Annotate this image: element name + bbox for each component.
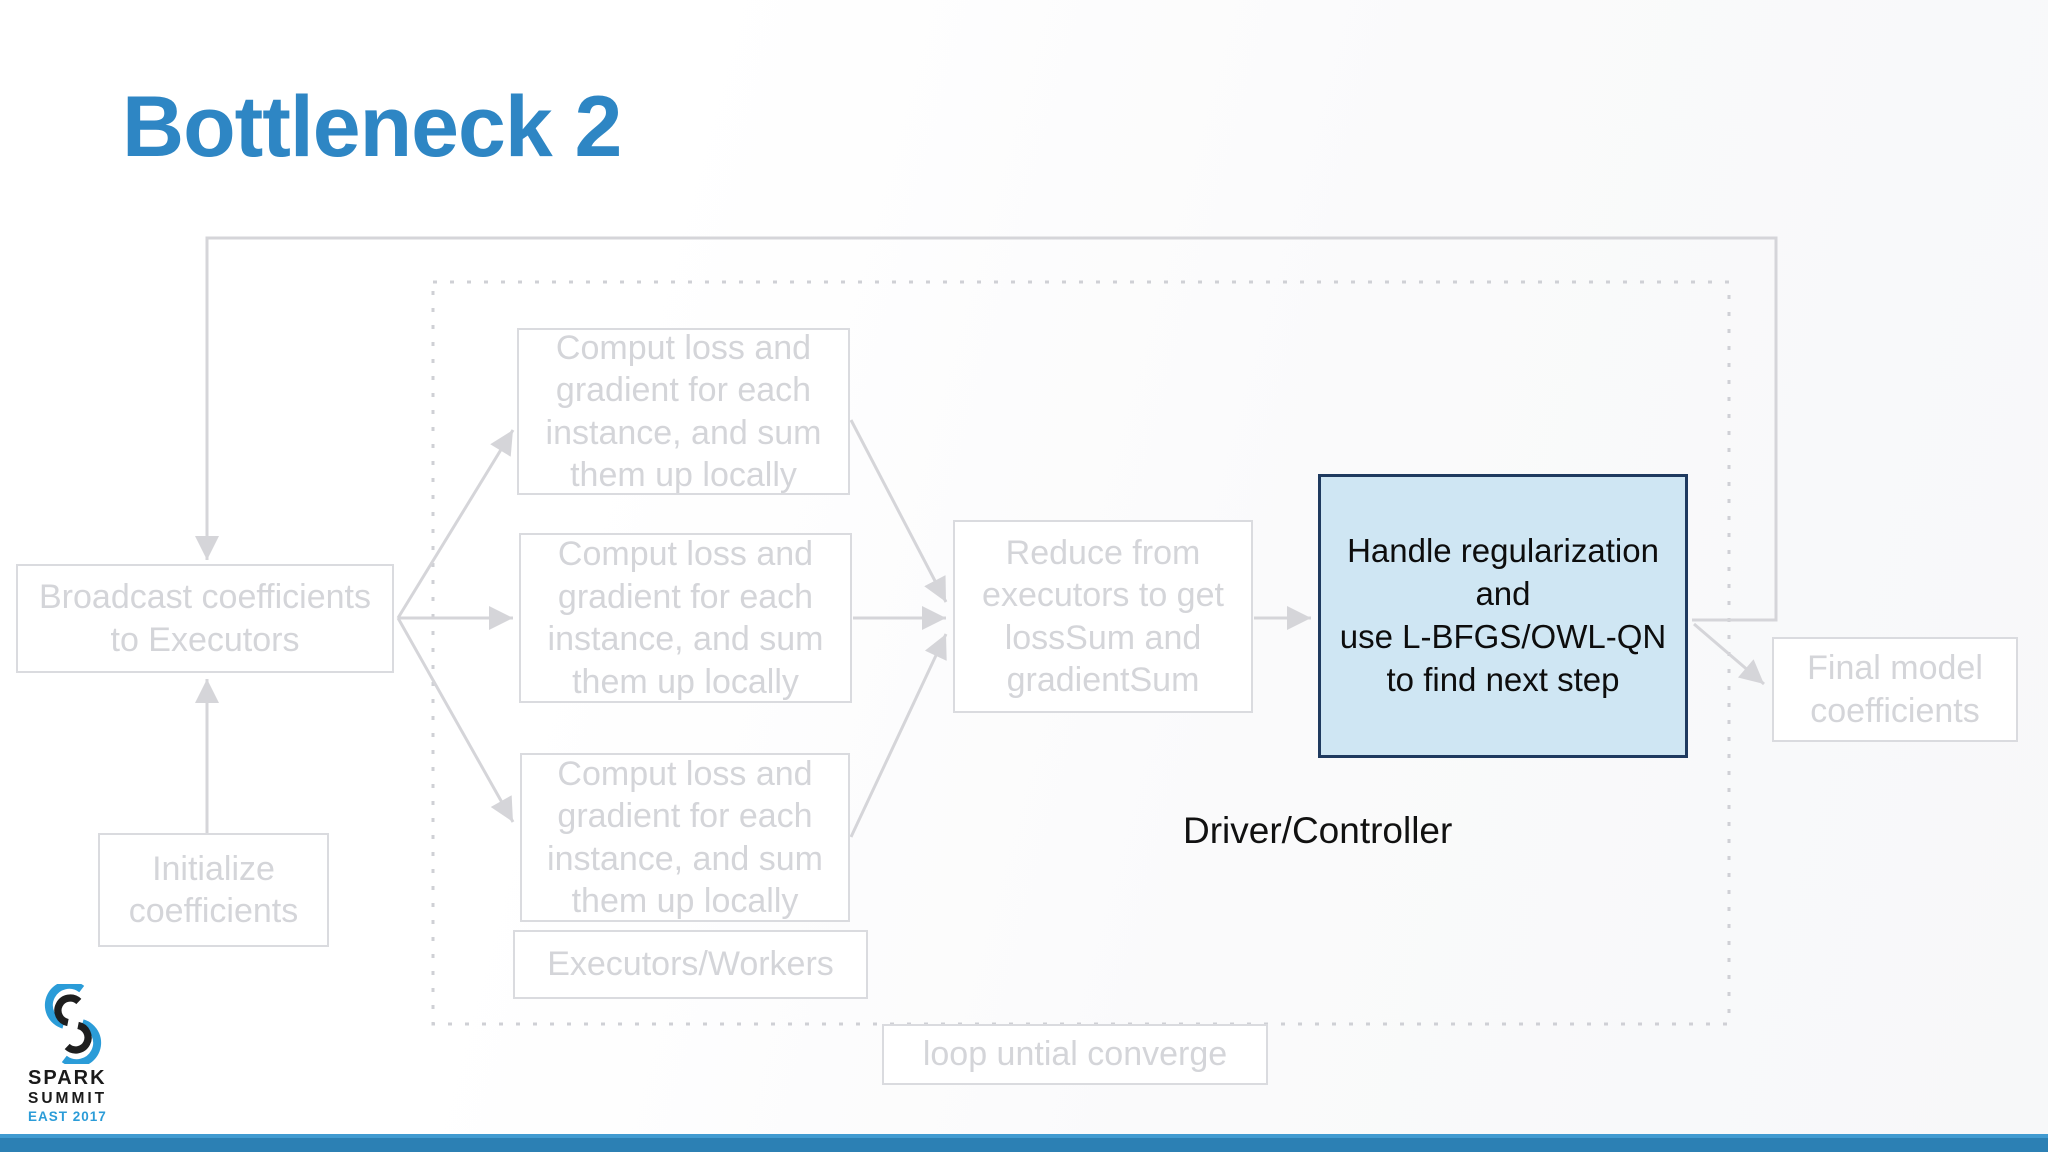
spark-logo-icon [44,984,102,1064]
node-final-label: Final model coefficients [1807,649,1983,730]
node-reduce-from-executors: Reduce from executors to get lossSum and… [953,520,1253,713]
node-reduce-label: Reduce from executors to get lossSum and… [982,533,1224,700]
loop-until-converge-label: loop untial converge [882,1024,1268,1085]
slide-title: Bottleneck 2 [122,79,622,175]
node-initialize-coefficients: Initialize coefficients [98,833,329,947]
handle-to-final-arrow [1693,622,1765,686]
node-handle-regularization-highlighted: Handle regularization and use L-BFGS/OWL… [1318,474,1688,758]
loop-until-converge-text: loop untial converge [922,1035,1228,1074]
node-broadcast-coefficients: Broadcast coefficients to Executors [16,564,394,673]
logo-text-spark: SPARK [28,1067,107,1089]
logo-text-east-2017: EAST 2017 [28,1108,168,1124]
logo-text-year: 2017 [72,1108,107,1124]
node-compute1-label: Comput loss and gradient for each instan… [545,328,822,495]
compute3-to-reduce-arrow [849,633,948,838]
node-handle-label: Handle regularization and use L-BFGS/OWL… [1339,532,1667,698]
broadcast-to-compute1-arrow [396,429,515,619]
broadcast-to-compute3-arrow [396,617,515,823]
node-final-model-coefficients: Final model coefficients [1772,637,2018,742]
feedback-loop-arrow [195,236,1778,622]
node-broadcast-label: Broadcast coefficients to Executors [39,578,371,659]
driver-controller-label: Driver/Controller [1183,810,1453,851]
node-compute2-label: Comput loss and gradient for each instan… [547,535,824,701]
spark-summit-logo: SPARK SUMMIT EAST 2017 [28,984,168,1123]
node-compute-loss-1: Comput loss and gradient for each instan… [517,328,850,495]
node-compute3-label: Comput loss and gradient for each instan… [547,754,823,921]
node-compute-loss-2: Comput loss and gradient for each instan… [519,533,852,703]
logo-text-summit: SUMMIT [28,1090,108,1107]
footer-accent-bar [0,1134,2048,1152]
compute1-to-reduce-arrow [849,419,948,603]
executors-workers-region-label: Executors/Workers [513,930,868,999]
logo-text-east: EAST [28,1108,69,1124]
node-compute-loss-3: Comput loss and gradient for each instan… [520,753,850,922]
node-initialize-label: Initialize coefficients [128,849,299,931]
executors-workers-text: Executors/Workers [547,945,834,984]
